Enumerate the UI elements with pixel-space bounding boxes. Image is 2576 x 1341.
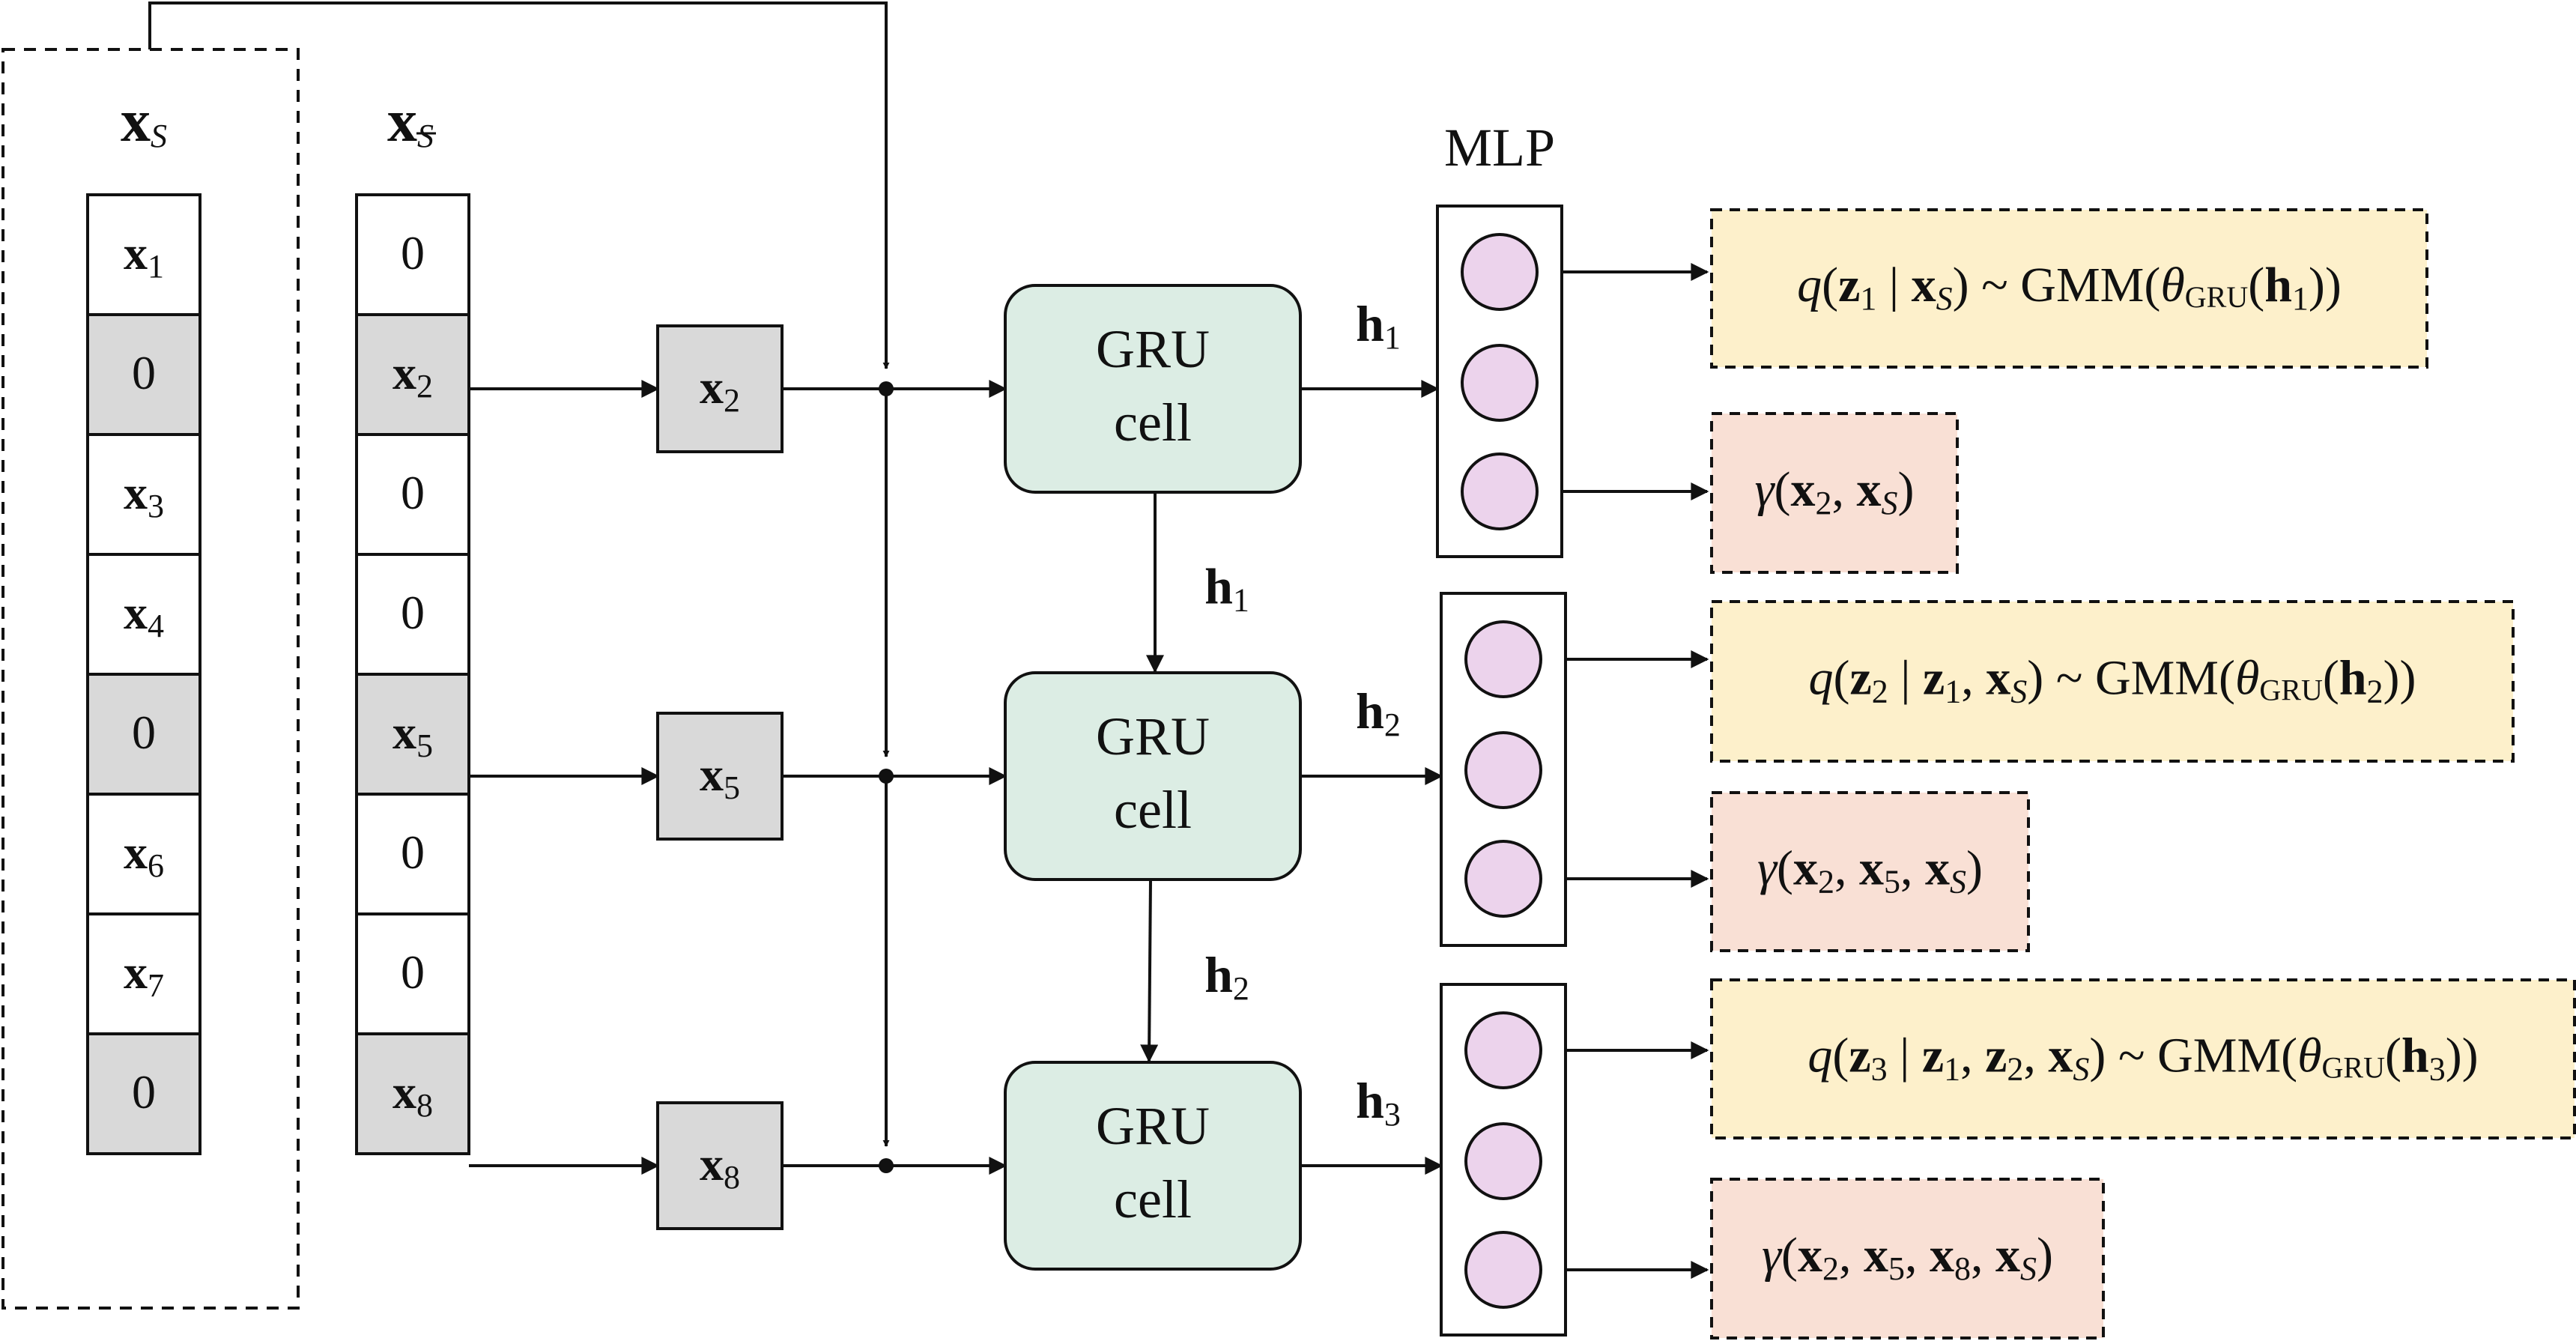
- gru-cell: [1004, 671, 1302, 881]
- xsbar-cell: [355, 793, 470, 915]
- xsbar-cell: [355, 673, 470, 796]
- xs-cell: [86, 912, 201, 1035]
- xsbar-cell: [355, 193, 470, 316]
- q-output-box: [1710, 600, 2515, 763]
- xsbar-cell-text: 0: [401, 826, 425, 879]
- selected-label: x8​: [700, 1137, 740, 1196]
- mlp-label: MLP: [1444, 118, 1555, 178]
- xsbar-cell-text: 0: [401, 586, 425, 639]
- q-output-box: [1710, 208, 2428, 369]
- gamma-output-box: [1710, 1178, 2105, 1340]
- gru-label: GRU: [1096, 319, 1210, 379]
- hidden-label: h2​: [1356, 682, 1401, 743]
- xsbar-cell: [355, 433, 470, 556]
- shape-layer: [1, 48, 2576, 1340]
- xs-cell: [86, 1032, 201, 1155]
- xsbar-cell-text: 0: [401, 466, 425, 519]
- xsbar-cell: [355, 313, 470, 436]
- selected-label: x5​: [700, 748, 740, 806]
- selected-box: [656, 324, 784, 453]
- xs-cell: [86, 553, 201, 676]
- hidden-pass-label: h1​: [1204, 557, 1249, 618]
- xsbar-cell-text: x2​: [393, 346, 433, 405]
- xs-cell-text: x1​: [124, 226, 164, 285]
- gru-label: GRU: [1096, 706, 1210, 766]
- xsbar-cell-text: 0: [401, 945, 425, 999]
- junction-dot: [879, 769, 894, 784]
- xsbar-cell: [355, 553, 470, 676]
- mlp-node: [1464, 620, 1542, 698]
- xs-cell-text: x7​: [124, 945, 164, 1004]
- selected-label: x2​: [700, 360, 740, 419]
- xs-cell-text: 0: [132, 1065, 156, 1118]
- mlp-node: [1461, 452, 1539, 530]
- xsbar-cell: [355, 1032, 470, 1155]
- xsbar-cell-text: x5​: [393, 706, 433, 764]
- observed-set-frame: [1, 48, 300, 1310]
- xs-cell-text: 0: [132, 346, 156, 399]
- gamma-expression: γ(x2​, x5​, x8​, xS​): [1762, 1228, 2053, 1287]
- xs-cell: [86, 793, 201, 915]
- gamma-expression: γ(x2​, xS​): [1755, 462, 1915, 521]
- gamma-output-box: [1710, 791, 2030, 952]
- mlp-node: [1464, 1122, 1542, 1200]
- junction-dot: [879, 381, 894, 396]
- mlp-node: [1461, 344, 1539, 422]
- xs-cell-text: x4​: [124, 586, 164, 644]
- gru-cell: [1004, 1061, 1302, 1271]
- xsbar-cell-text: 0: [401, 226, 425, 279]
- mlp-node: [1464, 731, 1542, 809]
- xsbar-cell: [355, 912, 470, 1035]
- xs-cell: [86, 433, 201, 556]
- hidden-pass-label: h2​: [1204, 946, 1249, 1007]
- mlp-node: [1464, 1011, 1542, 1089]
- xs-cell-text: x6​: [124, 826, 164, 884]
- gamma-expression: γ(x2​, x5​, xS​): [1757, 841, 1983, 900]
- q-expression: q(z3​ | z1​, z2​, xS​) ~ GMM(θGRU(h3​)): [1807, 1029, 2478, 1088]
- gru-label: cell: [1114, 780, 1192, 840]
- gru-label: cell: [1114, 1169, 1192, 1229]
- xs-cell: [86, 313, 201, 436]
- hidden-label: h3​: [1356, 1072, 1401, 1133]
- xs-feed-line: [148, 1, 888, 367]
- hidden-pass-arrow: [1140, 879, 1159, 1063]
- gru-cell: [1004, 284, 1302, 494]
- junction-dot: [879, 1158, 894, 1173]
- gru-label: cell: [1114, 393, 1192, 452]
- selected-box: [656, 712, 784, 841]
- q-expression: q(z1​ | xS​) ~ GMM(θGRU(h1​)): [1797, 258, 2342, 317]
- selected-box: [656, 1101, 784, 1230]
- xs-cell-text: x3​: [124, 466, 164, 524]
- mlp-node: [1461, 233, 1539, 311]
- xsbar-header: xS​: [387, 88, 434, 154]
- xs-header: xS​: [121, 88, 167, 154]
- hidden-label: h1​: [1356, 295, 1401, 356]
- gamma-output-box: [1710, 412, 1959, 574]
- q-expression: q(z2​ | z1​, xS​) ~ GMM(θGRU(h2​)): [1808, 651, 2416, 710]
- mlp-node: [1464, 840, 1542, 918]
- xs-cell: [86, 193, 201, 316]
- text-layer: x1​ 0 x3​ x4​ 0 x6​ x7​ 0 0 x2​ 0 0 x5​ 0 0 x8​ xS​ xS​ x2…: [121, 88, 2479, 1287]
- mlp-node: [1464, 1231, 1542, 1309]
- q-output-box: [1710, 978, 2576, 1139]
- xsbar-cell-text: x8​: [393, 1065, 433, 1124]
- gru-label: GRU: [1096, 1096, 1210, 1156]
- xs-cell-text: 0: [132, 706, 156, 759]
